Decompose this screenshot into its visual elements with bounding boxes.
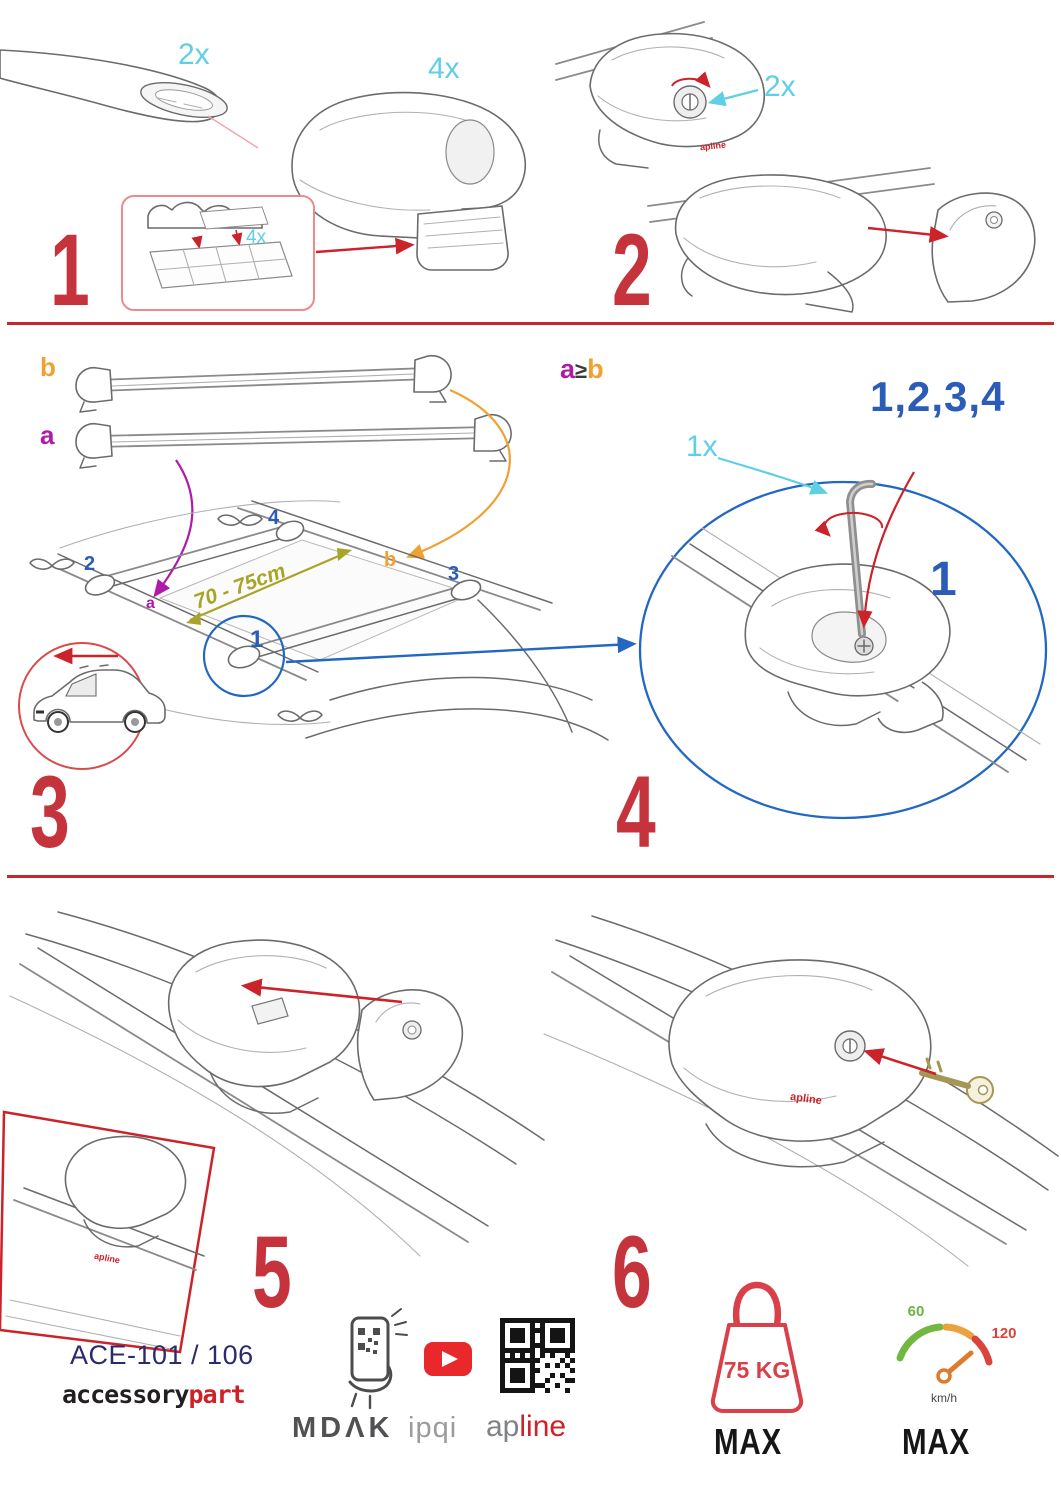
step5-illustration xyxy=(0,911,545,1354)
step3-roof-a-label: a xyxy=(146,595,155,612)
step3-position-1-label: 1 xyxy=(250,626,264,653)
step2-lower-assembly-illustration xyxy=(647,167,1036,313)
step1-foot-qty-label: 4x xyxy=(428,52,460,85)
step4-sequence-label: 1,2,3,4 xyxy=(870,373,1006,420)
slide-cover-arrow xyxy=(240,978,403,1004)
relation-a: a xyxy=(560,354,576,384)
speed-unit-label: km/h xyxy=(931,1391,957,1405)
zoom-circle xyxy=(202,614,286,698)
step5-number: 5 xyxy=(252,1215,292,1329)
step1-attach-arrow xyxy=(315,237,415,255)
step2-number: 2 xyxy=(612,213,652,327)
speed-high-label: 120 xyxy=(991,1325,1016,1342)
step2-lock-qty-label: 2x xyxy=(764,70,796,103)
accessorypart-logo: accessorypart xyxy=(62,1380,246,1409)
speed-max-label: MAX xyxy=(902,1421,971,1462)
measure-arrow xyxy=(189,550,349,622)
model-number: ACE-101 / 106 xyxy=(70,1340,254,1370)
qr-code-icon xyxy=(500,1318,575,1393)
step1-crossbar-illustration xyxy=(0,49,259,149)
apline-gray: ap xyxy=(486,1410,520,1443)
mdak-logo-icon xyxy=(348,1308,408,1410)
apline-wordmark: apline xyxy=(486,1412,566,1442)
step4-number: 4 xyxy=(616,755,656,869)
step3-bar-b-label: b xyxy=(40,352,56,382)
step3-number: 3 xyxy=(30,755,70,869)
step3-car-direction-inset xyxy=(18,642,166,770)
step3-bar-a-label: a xyxy=(40,420,55,450)
max-weight-icon: 75 KG xyxy=(710,1281,804,1413)
step5-inset-frame xyxy=(0,1110,216,1354)
step4-zoom-illustration xyxy=(638,456,1048,820)
relation-b: b xyxy=(587,354,604,384)
tool-qty-arrow xyxy=(717,456,829,495)
section-divider-bottom xyxy=(7,875,1054,878)
step3-position-2-label: 2 xyxy=(84,553,96,575)
step3-bar-a-illustration xyxy=(75,413,512,469)
step3-position-4-label: 4 xyxy=(268,507,280,529)
brand-accessory: accessory xyxy=(62,1380,189,1409)
zoom-link-arrow xyxy=(285,636,637,664)
step3-arrow-a xyxy=(153,459,194,598)
step6-illustration xyxy=(543,915,1059,1267)
step4-tool-qty-label: 1x xyxy=(686,430,718,463)
step3-arrow-b xyxy=(405,388,511,559)
step3-roof-b-label: b xyxy=(384,549,397,571)
key-icon xyxy=(919,1057,994,1104)
weight-max-label: MAX xyxy=(714,1421,783,1462)
speed-low-label: 60 xyxy=(908,1303,925,1320)
tighten-order-arrow xyxy=(857,471,915,629)
max-weight-value: 75 KG xyxy=(724,1357,790,1383)
step3-position-3-label: 3 xyxy=(448,563,460,585)
speedometer-icon: 60 120 km/h xyxy=(896,1303,1017,1405)
step4-first-position-label: 1 xyxy=(930,553,957,606)
ipqi-wordmark: ipqi xyxy=(408,1412,458,1444)
section-divider-top xyxy=(7,322,1054,325)
step2-upper-foot-illustration xyxy=(555,21,765,169)
relation-operator: ≥ xyxy=(575,358,588,383)
step1-pad-qty-label: 4x xyxy=(246,227,267,248)
apline-red: line xyxy=(519,1410,567,1443)
youtube-icon xyxy=(424,1342,472,1376)
step1-number: 1 xyxy=(50,213,90,327)
mdak-wordmark: MDΛK xyxy=(292,1412,394,1444)
key-insert-arrow xyxy=(863,1048,937,1076)
step4-relation-label: a≥b xyxy=(560,356,604,383)
rotate-arrow xyxy=(814,512,884,537)
step1-bar-qty-label: 2x xyxy=(178,38,210,71)
step3-bar-b-illustration xyxy=(75,354,452,413)
step1-pad-inset xyxy=(121,195,315,311)
step6-number: 6 xyxy=(612,1215,652,1329)
step1-foot-illustration xyxy=(291,91,526,271)
step3-roof-illustration xyxy=(29,500,637,741)
brand-part: part xyxy=(188,1380,245,1409)
